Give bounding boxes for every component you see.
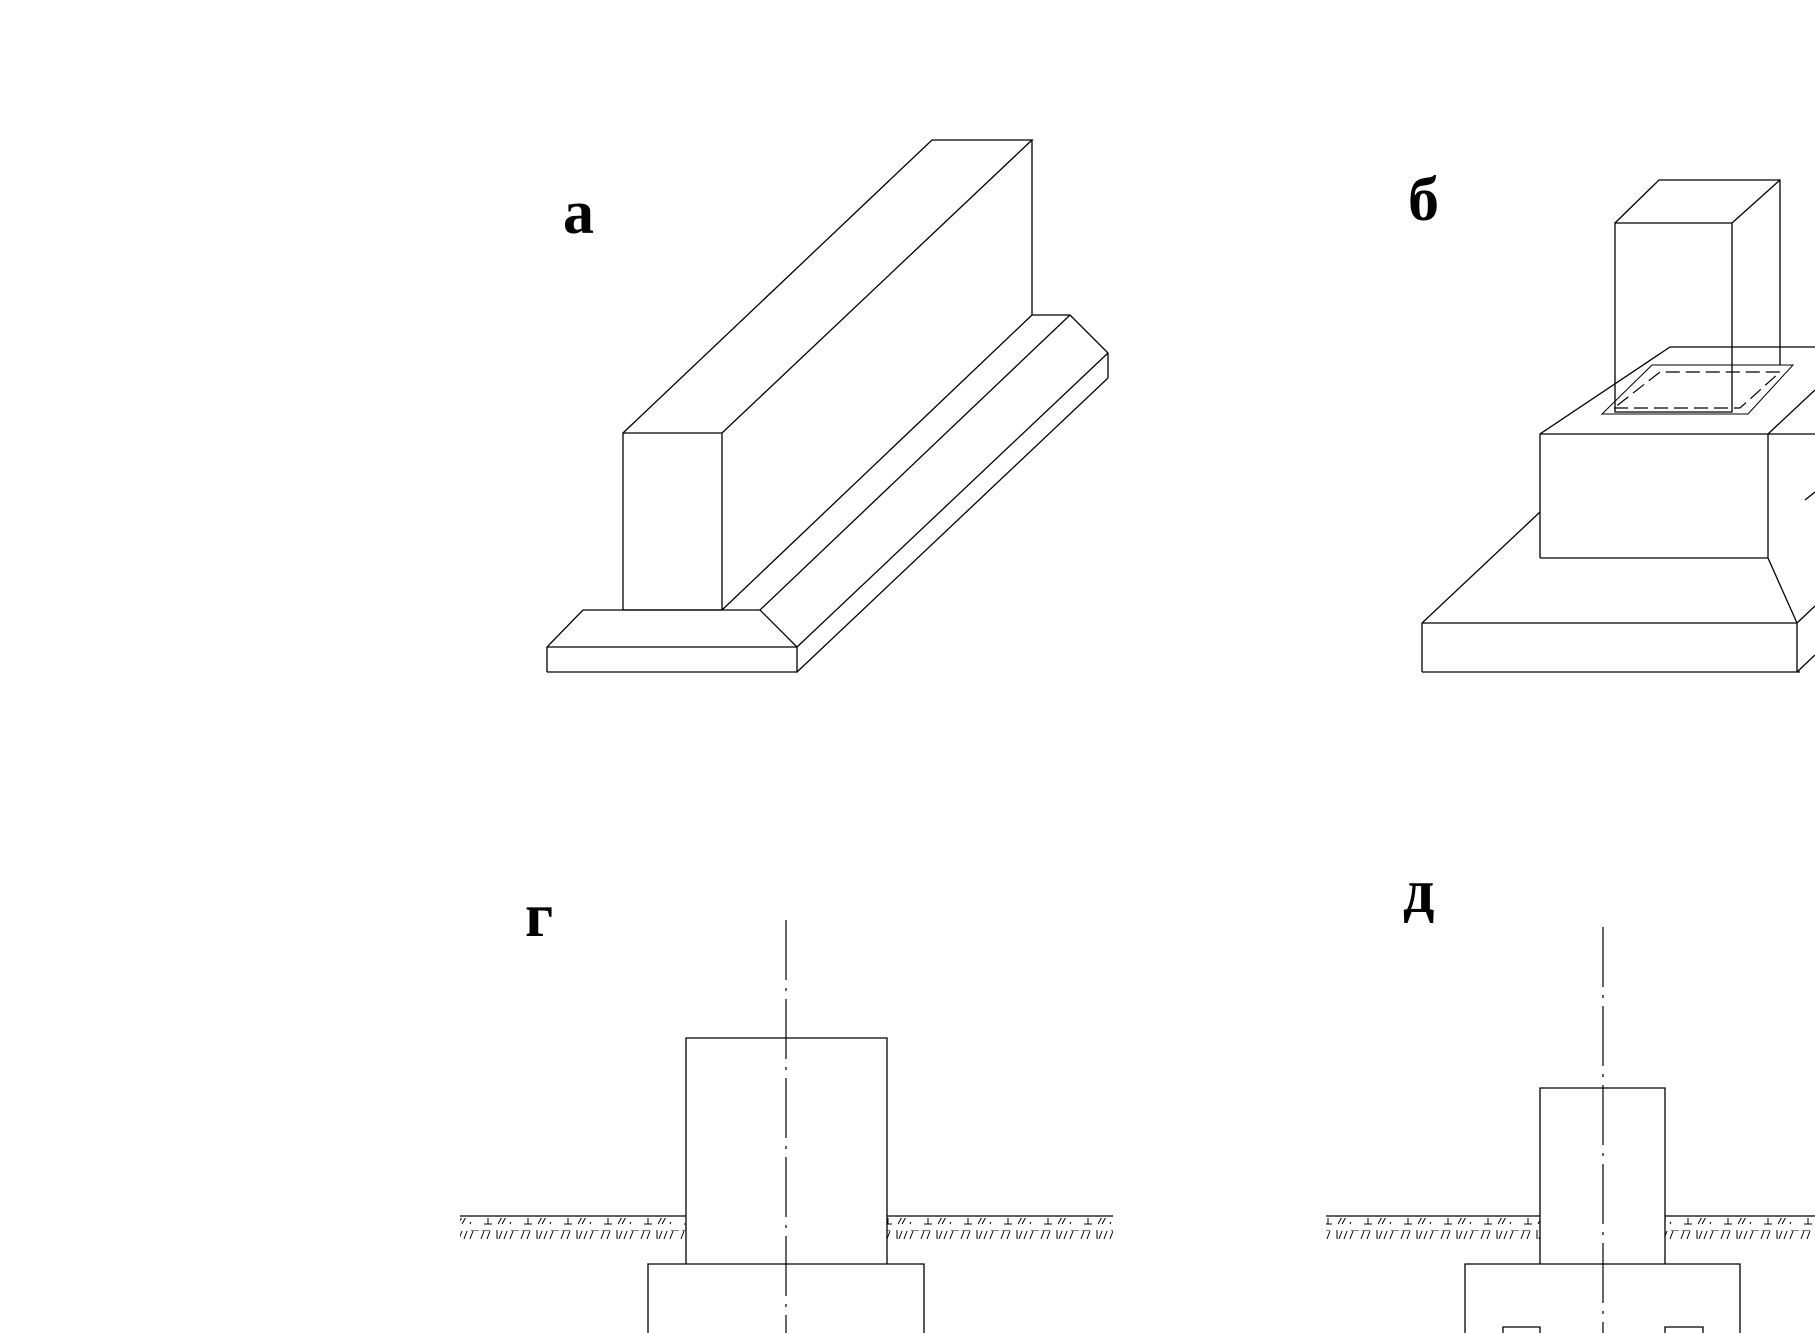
soil-hatch-right-d [1665,1218,1815,1240]
soil-hatch-left-d [1326,1218,1540,1240]
figure-label-b: б [1408,166,1439,234]
figure-label-d: д [1403,858,1434,926]
figure-g-section: г [460,882,1113,1333]
figure-label-a: а [563,179,594,247]
figure-a-strip-foundation: а [546,139,1109,673]
soil-hatch-left-g [460,1218,686,1240]
soil-hatch-right-g [887,1218,1113,1240]
figure-b-column-foundation: б [1408,166,1815,673]
figure-label-g: г [525,882,553,950]
figure-d-section: д [1326,858,1815,1333]
